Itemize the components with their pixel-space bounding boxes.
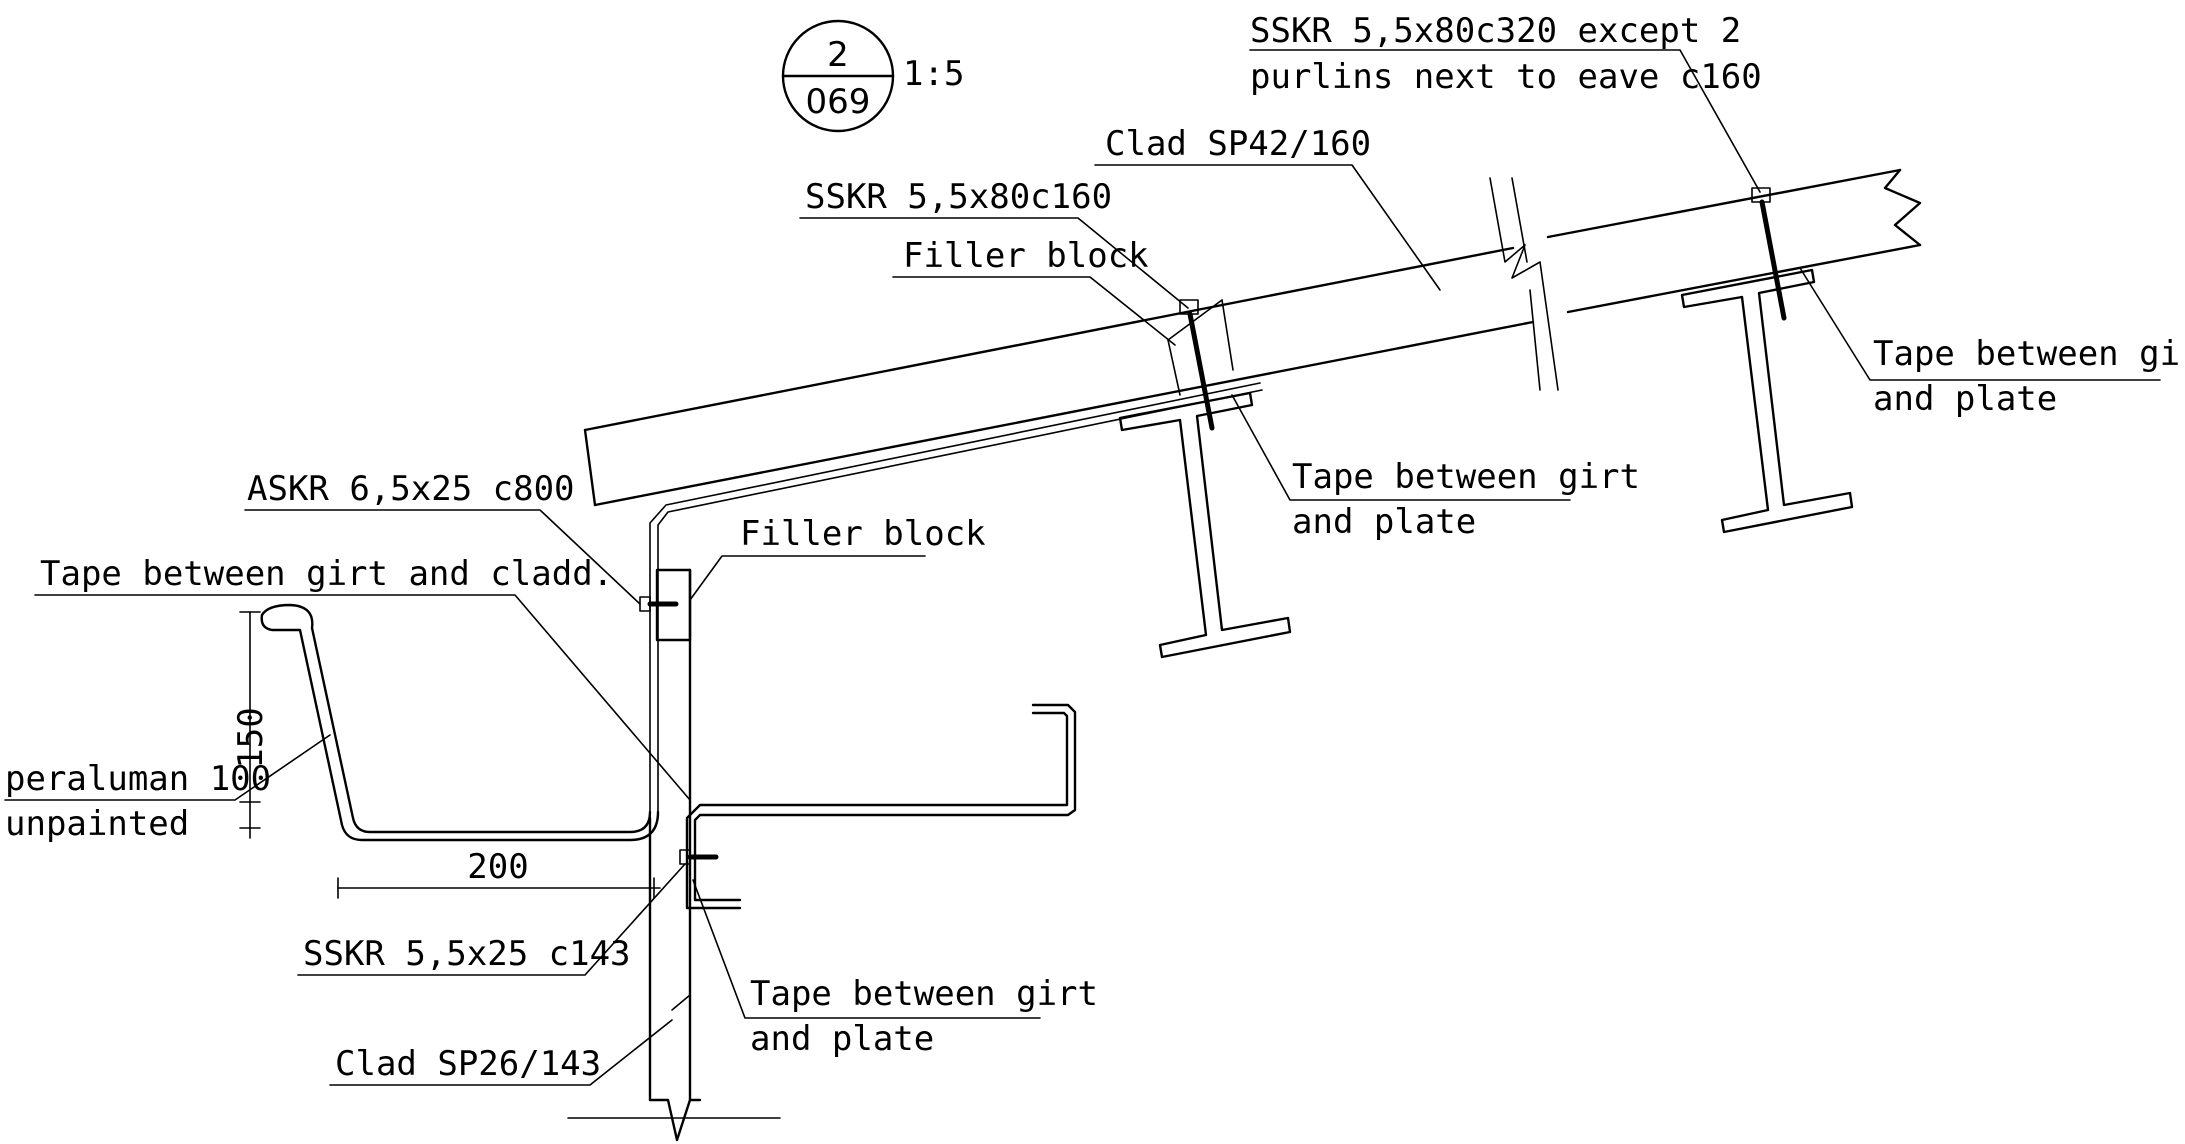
detail-number: 2 — [827, 35, 849, 75]
dimension-width: 200 — [337, 847, 661, 899]
label-sskr-wall: SSKR 5,5x25 c143 — [303, 934, 631, 974]
label-tape-low-2: and plate — [750, 1019, 934, 1059]
roof-screw-left — [1179, 299, 1215, 431]
detail-sheet: 069 — [806, 82, 871, 122]
wall-cladding — [567, 568, 781, 1142]
label-tape-low-1: Tape between girt — [750, 974, 1098, 1014]
label-filler-roof: Filler block — [903, 236, 1149, 276]
label-tape-mid-2: and plate — [1292, 502, 1476, 542]
label-clad-roof: Clad SP42/160 — [1105, 124, 1371, 164]
roof-purlin-right — [1680, 268, 1854, 534]
label-tape-right-2: and plate — [1873, 379, 2057, 419]
roof-screw-right — [1751, 187, 1787, 321]
label-clad-wall: Clad SP26/143 — [335, 1044, 601, 1084]
detail-scale: 1:5 — [903, 54, 964, 94]
eave-flashing — [649, 382, 1263, 819]
label-sskr-top-2: purlins next to eave c160 — [1250, 57, 1762, 97]
label-sskr-roof: SSKR 5,5x80c160 — [805, 177, 1112, 217]
leader-lines — [4, 49, 2161, 1086]
dimension-height-value: 150 — [231, 707, 271, 768]
detail-reference-bubble: 2 069 1:5 — [781, 19, 964, 133]
label-tape-right-1: Tape between girt — [1873, 334, 2185, 374]
label-filler-wall: Filler block — [740, 514, 986, 554]
dimension-width-value: 200 — [467, 847, 528, 887]
gutter — [260, 603, 660, 842]
label-tape-mid-1: Tape between girt — [1292, 457, 1640, 497]
roof-cladding-panel — [583, 168, 1922, 507]
wall-screw-sskr — [679, 849, 719, 865]
label-tape-cladd: Tape between girt and cladd. — [40, 554, 613, 594]
roof-purlin-left — [1118, 391, 1292, 659]
label-sskr-top: SSKR 5,5x80c320 except 2 — [1250, 11, 1741, 51]
wall-girt-bracket — [685, 703, 1077, 910]
label-askr: ASKR 6,5x25 c800 — [247, 469, 575, 509]
dimension-height: 150 — [231, 611, 271, 839]
annotations: SSKR 5,5x80c320 except 2 purlins next to… — [5, 11, 2185, 1084]
label-gutter-2: unpainted — [5, 804, 189, 844]
label-gutter-1: peraluman 100 — [5, 759, 271, 799]
